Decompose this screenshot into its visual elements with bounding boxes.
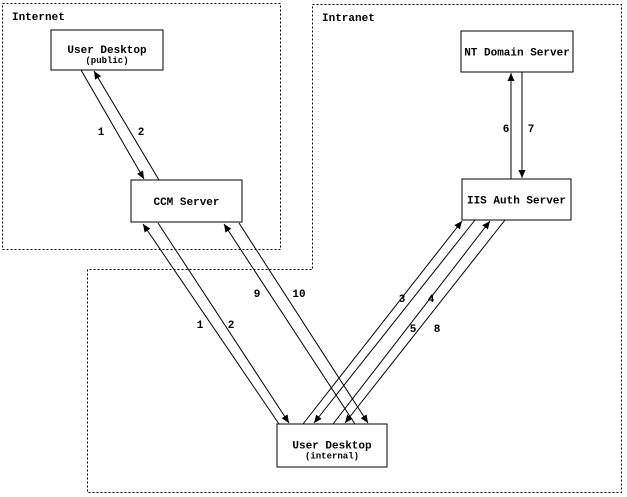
arrow-2-ccm-server-to-user-desktop-public bbox=[93, 70, 160, 181]
arrow-label-10-6: 6 bbox=[503, 124, 510, 136]
arrow-2-ccm-server-to-user-desktop-internal bbox=[157, 222, 290, 424]
node-ccm-server-title: CCM Server bbox=[153, 197, 219, 209]
zone-intranet-border bbox=[87, 4, 622, 493]
arrow-label-3-2: 2 bbox=[228, 320, 235, 332]
arrow-label-7-4: 4 bbox=[428, 294, 435, 306]
zone-internet-border bbox=[2, 3, 281, 250]
zones-layer: Internet Intranet bbox=[2, 3, 622, 493]
arrow-5-user-desktop-internal-to-iis-auth-server bbox=[332, 220, 491, 425]
arrow-label-5-10: 10 bbox=[292, 289, 305, 301]
arrow-label-0-1: 1 bbox=[98, 127, 105, 139]
zone-intranet-label: Intranet bbox=[322, 13, 375, 25]
arrow-label-11-7: 7 bbox=[528, 124, 535, 136]
node-ccm-server: CCM Server bbox=[130, 179, 243, 223]
arrow-label-4-9: 9 bbox=[254, 289, 261, 301]
node-iis-auth-server-title: IIS Auth Server bbox=[467, 196, 566, 208]
node-nt-domain-server-box bbox=[460, 30, 574, 73]
edges-layer: 1 2 1 2 9 10 3 4 5 8 6 7 bbox=[80, 69, 535, 425]
arrow-label-1-2: 2 bbox=[138, 127, 145, 139]
node-user-desktop-public: User Desktop(public) bbox=[50, 29, 164, 71]
node-nt-domain-server: NT Domain Server bbox=[460, 30, 574, 73]
arrow-label-2-1: 1 bbox=[197, 320, 204, 332]
node-user-desktop-internal-title: User Desktop bbox=[292, 441, 372, 453]
node-ccm-server-box bbox=[130, 179, 243, 223]
node-user-desktop-public-subtitle: (public) bbox=[85, 56, 128, 66]
zone-internet-label: Internet bbox=[12, 12, 65, 24]
node-user-desktop-public-title: User Desktop bbox=[67, 45, 147, 57]
node-user-desktop-internal-box bbox=[276, 423, 388, 468]
node-nt-domain-server-title: NT Domain Server bbox=[464, 48, 570, 60]
node-user-desktop-internal-subtitle: (internal) bbox=[305, 452, 359, 462]
node-user-desktop-internal: User Desktop(internal) bbox=[276, 423, 388, 468]
arrow-label-8-5: 5 bbox=[410, 324, 417, 336]
arrow-1-user-desktop-internal-to-ccm-server bbox=[142, 223, 280, 425]
arrow-1-user-desktop-public-to-ccm-server bbox=[80, 69, 145, 180]
arrow-4-iis-auth-server-to-user-desktop-internal bbox=[313, 219, 476, 424]
node-user-desktop-public-box bbox=[50, 29, 164, 71]
arrow-label-6-3: 3 bbox=[399, 294, 406, 306]
arrow-label-9-8: 8 bbox=[434, 324, 441, 336]
arrow-9-user-desktop-internal-to-ccm-server bbox=[223, 223, 356, 425]
arrow-3-user-desktop-internal-to-iis-auth-server bbox=[302, 220, 463, 425]
arrow-8-iis-auth-server-to-user-desktop-internal bbox=[344, 219, 506, 424]
arrow-10-ccm-server-to-user-desktop-internal bbox=[238, 222, 369, 424]
node-iis-auth-server-box bbox=[461, 178, 572, 221]
node-iis-auth-server: IIS Auth Server bbox=[461, 178, 572, 221]
